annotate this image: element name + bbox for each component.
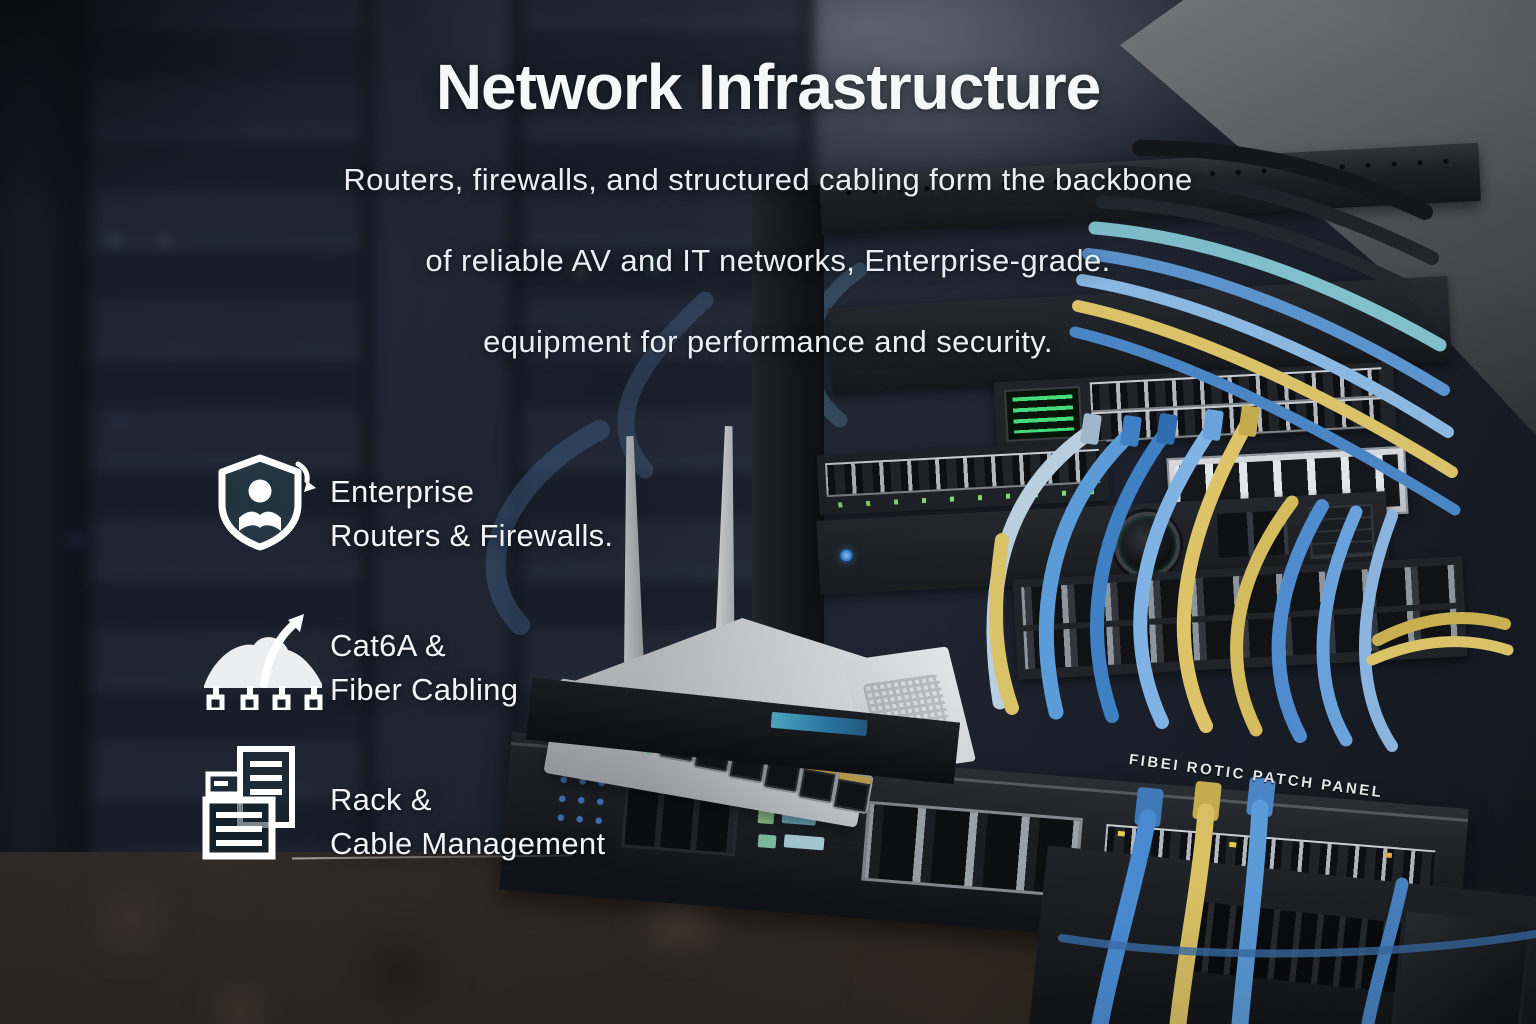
subtitle-line: equipment for performance and security. xyxy=(483,324,1053,359)
subtitle-line: of reliable AV and IT networks, Enterpri… xyxy=(425,243,1111,278)
dark-corner xyxy=(0,0,320,220)
feature-item: Enterprise Routers & Firewalls. xyxy=(330,470,613,558)
feature-line: Cat6A & xyxy=(330,628,446,663)
feature-line: Enterprise xyxy=(330,474,475,509)
ethernet-port xyxy=(833,772,872,813)
shield-user-icon xyxy=(210,452,322,560)
teal-label-sticker xyxy=(770,711,868,737)
uplink-topology-icon xyxy=(196,610,336,713)
feature-line: Rack & xyxy=(330,782,432,817)
subtitle-line: Routers, firewalls, and structured cabli… xyxy=(343,162,1193,197)
rack-panels-icon xyxy=(198,744,323,869)
feature-line: Fiber Cabling xyxy=(330,672,519,707)
feature-item: Cat6A & Fiber Cabling xyxy=(330,624,518,712)
page-title: Network Infrastructure xyxy=(435,51,1101,123)
feature-line: Cable Management xyxy=(330,826,606,861)
feature-line: Routers & Firewalls. xyxy=(330,518,614,553)
feature-item: Rack & Cable Management xyxy=(330,778,605,866)
